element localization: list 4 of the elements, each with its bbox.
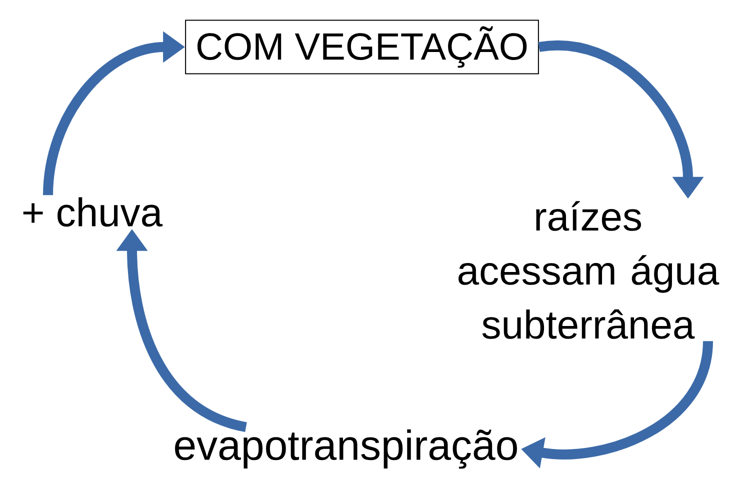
step-text: evapotranspiração [175, 429, 517, 469]
step-text: + chuva [23, 197, 163, 227]
step-text: raízes acessam água subterrânea [458, 201, 720, 339]
process-box: COM VEGETAÇÃO [185, 20, 539, 74]
